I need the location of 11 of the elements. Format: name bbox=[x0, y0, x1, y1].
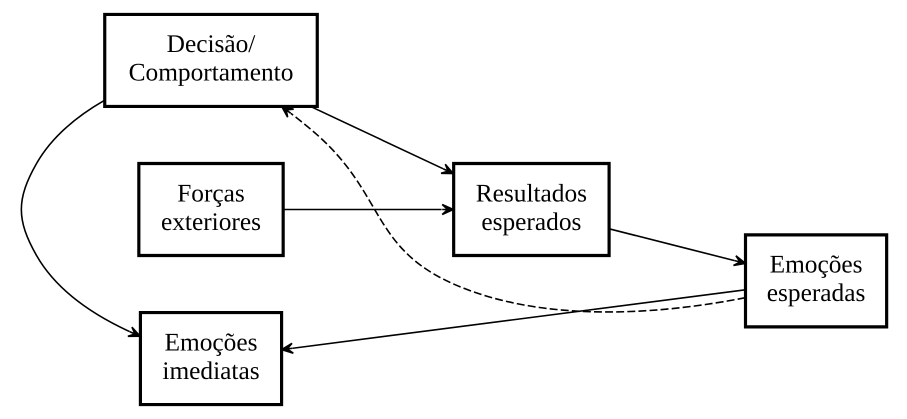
arrow bbox=[283, 204, 454, 216]
node-box: Forças exteriores bbox=[136, 162, 284, 258]
arrow bbox=[608, 228, 746, 266]
arrow bbox=[20, 100, 140, 338]
arrow bbox=[280, 289, 745, 354]
node-box: Emoções imediatas bbox=[138, 311, 283, 406]
node-box: Resultados esperados bbox=[452, 162, 610, 258]
node-box: Decisão/ Comportamento bbox=[102, 12, 318, 108]
arrow bbox=[310, 106, 454, 174]
arrow bbox=[280, 106, 745, 313]
node-box: Emoções esperadas bbox=[743, 233, 888, 328]
